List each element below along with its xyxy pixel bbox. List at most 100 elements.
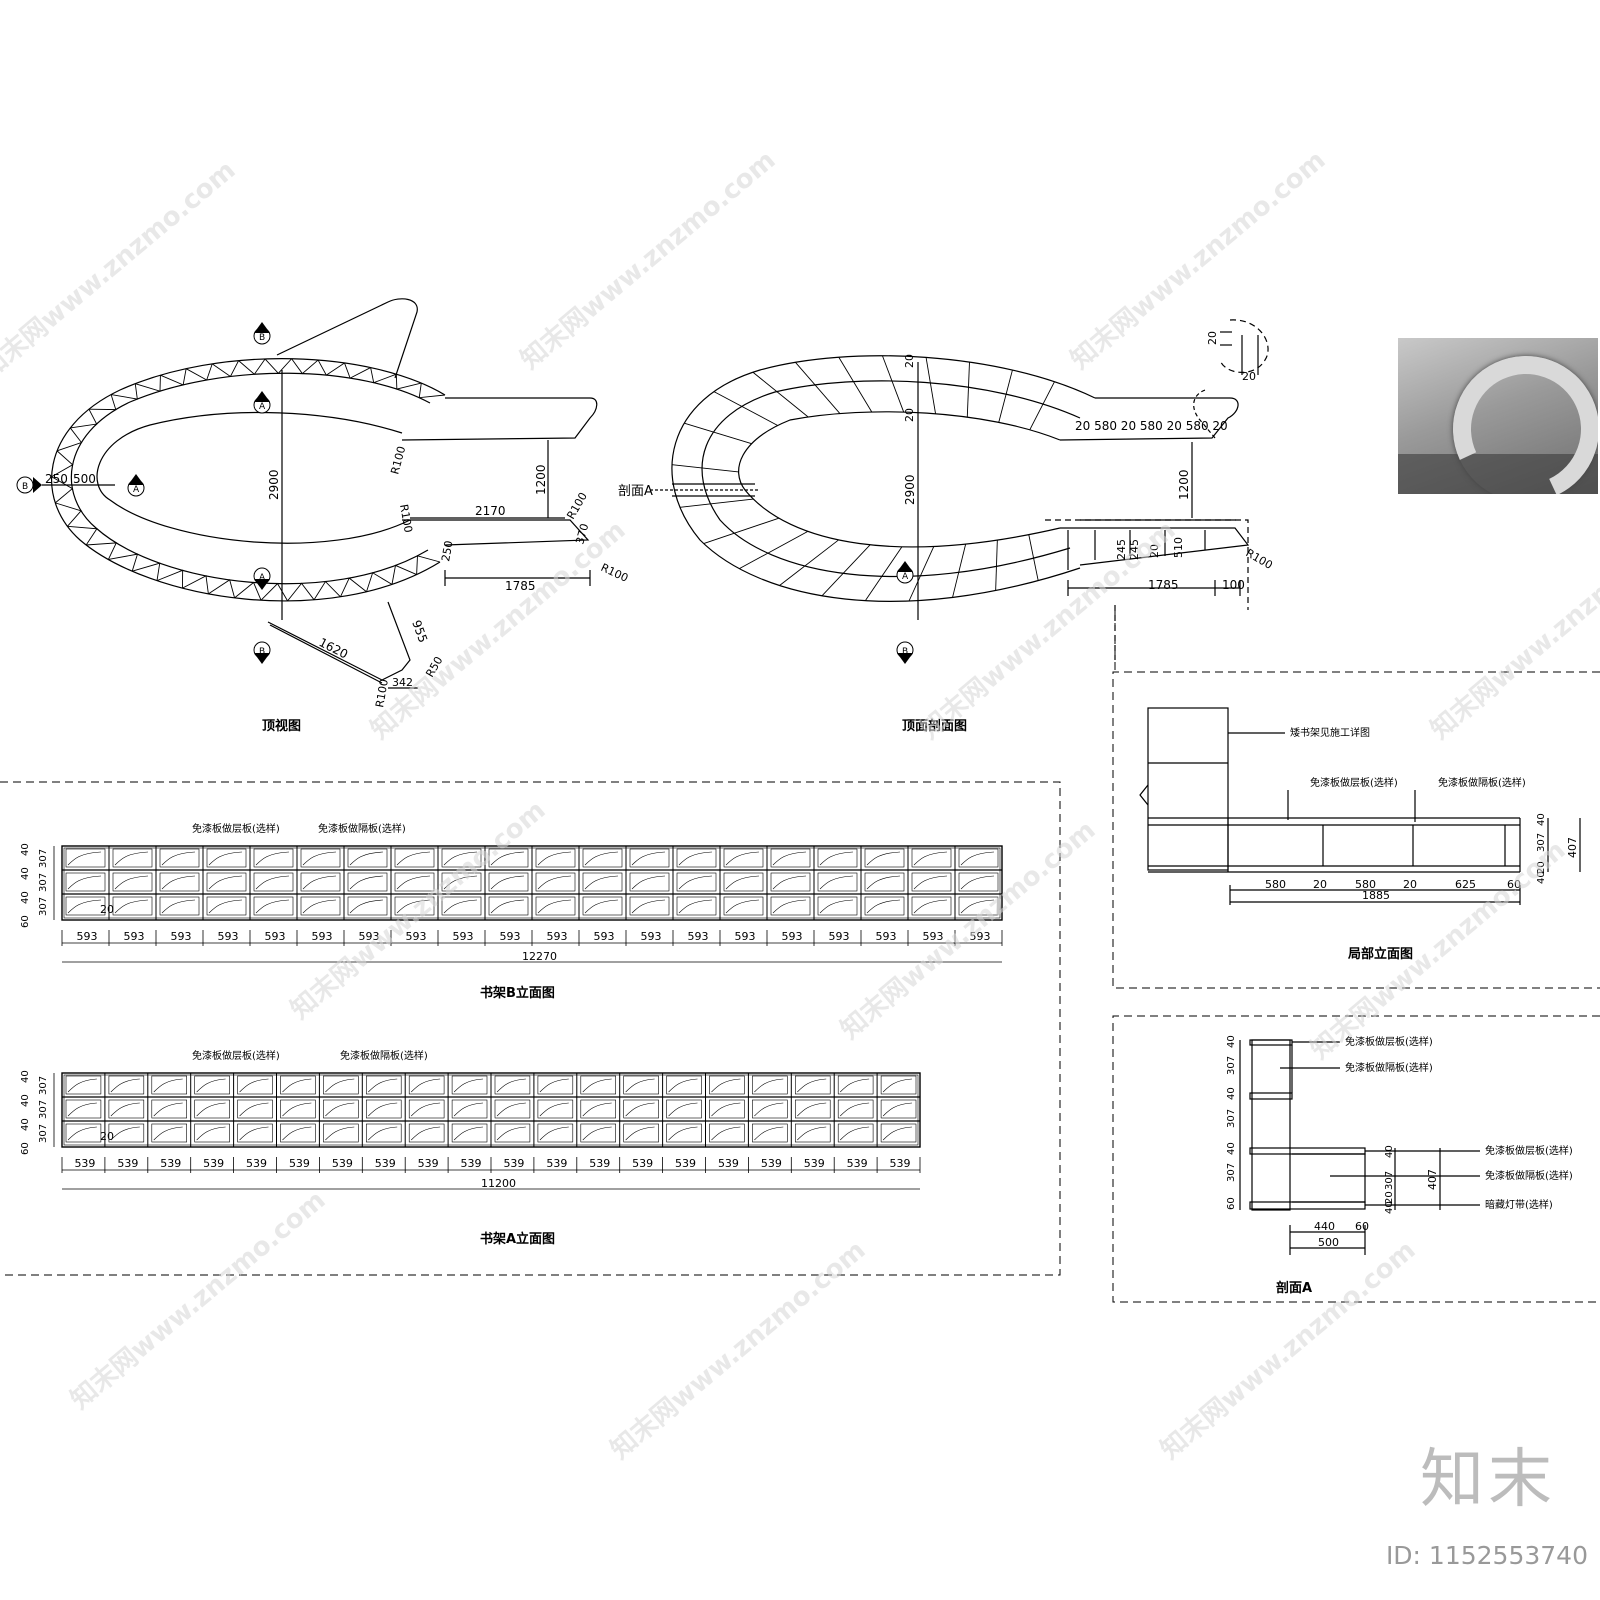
shelf-cell: [441, 896, 482, 916]
shelf-bay-width: 593: [547, 930, 568, 943]
shelf-height-dim: 40: [20, 843, 31, 856]
shelf-cell: [365, 1099, 402, 1119]
svg-text:B: B: [22, 482, 28, 492]
book-outline: [453, 1102, 484, 1117]
shelf-cell: [911, 848, 952, 868]
section-segment: [864, 546, 903, 601]
book-outline: [239, 1126, 269, 1141]
section-dim-20a: 20: [903, 354, 916, 368]
marker-a-inner: A: [127, 474, 145, 497]
marker-b-left: B: [16, 476, 42, 494]
shelf-bay-width: 539: [675, 1157, 696, 1170]
truss-member: [67, 525, 98, 546]
book-outline: [114, 851, 149, 866]
book-outline: [255, 851, 290, 866]
shelf-bay-width: 593: [406, 930, 427, 943]
book-outline: [582, 1126, 612, 1141]
shelf-cell: [194, 1123, 230, 1143]
shelf-cell: [535, 848, 576, 868]
top-view-plan: [42, 298, 598, 689]
shelf-height-dim: 40: [20, 891, 31, 904]
shelf-cell: [880, 1123, 917, 1143]
top-view-dim-250b: 250: [439, 540, 455, 563]
section-segment: [966, 362, 970, 418]
shelf-cell: [580, 1099, 616, 1119]
shelf-cell: [629, 896, 670, 916]
shelf-cell: [794, 1099, 831, 1119]
shelf-height-dim: 60: [20, 1142, 31, 1155]
top-view-dim-955: 955: [409, 618, 430, 644]
shelf-cell: [709, 1123, 745, 1143]
book-outline: [819, 899, 854, 914]
shelf-a-title: 书架A立面图: [480, 1231, 555, 1247]
svg-text:A: A: [902, 572, 909, 582]
shelf-cell: [582, 872, 623, 892]
section-segment: [671, 464, 739, 473]
book-outline: [110, 1102, 140, 1117]
book-outline: [754, 1126, 784, 1141]
shelf-bay-width: 593: [218, 930, 239, 943]
book-outline: [208, 851, 243, 866]
book-outline: [396, 899, 431, 914]
shelf-cell: [237, 1099, 273, 1119]
section-a-divider-note-2: 免漆板做隔板(选样): [1485, 1169, 1573, 1182]
truss-member: [264, 358, 292, 374]
shelf-cell: [911, 872, 952, 892]
shelf-cell: [752, 1123, 788, 1143]
book-outline: [208, 899, 243, 914]
book-outline: [960, 899, 995, 914]
book-outline: [625, 1126, 655, 1141]
truss-member: [317, 359, 345, 376]
book-outline: [839, 1078, 870, 1093]
book-outline: [302, 875, 337, 890]
book-outline: [839, 1102, 870, 1117]
book-outline: [282, 1078, 312, 1093]
shelf-b-board-note: 免漆板做层板(选样): [192, 822, 280, 835]
book-outline: [537, 899, 572, 914]
local-elev-see-detail: 矮书架见施工详图: [1290, 726, 1370, 739]
section-dim-top-row: 20 580 20 580 20 580 20: [1075, 419, 1228, 433]
book-outline: [239, 1078, 269, 1093]
shelf-cell: [441, 848, 482, 868]
book-outline: [67, 875, 102, 890]
truss-member: [234, 581, 262, 601]
book-outline: [631, 899, 666, 914]
shelf-cell: [206, 848, 247, 868]
watermark-text: 知末网www.znzmo.com: [1305, 835, 1571, 1065]
book-outline: [866, 851, 901, 866]
shelf-cell: [880, 1075, 917, 1095]
shelf-cell: [837, 1099, 874, 1119]
book-outline: [725, 899, 760, 914]
shelf-cell: [394, 896, 435, 916]
shelf-height-dim: 307: [38, 1076, 49, 1095]
book-outline: [349, 899, 384, 914]
local-elev-title: 局部立面图: [1348, 946, 1413, 962]
book-outline: [839, 1126, 870, 1141]
shelf-cell: [911, 896, 952, 916]
top-view-dim-500: 500: [73, 472, 96, 486]
shelf-cell: [958, 896, 999, 916]
book-outline: [711, 1126, 741, 1141]
book-outline: [239, 1102, 269, 1117]
watermark-text: 知末网www.znzmo.com: [1155, 1235, 1421, 1465]
book-outline: [797, 1102, 827, 1117]
top-view-dim-r100b: R100: [397, 503, 415, 533]
book-outline: [882, 1102, 913, 1117]
truss-member: [418, 383, 446, 399]
shelf-cell: [752, 1099, 788, 1119]
shelf-bay-width: 539: [117, 1157, 138, 1170]
shelf-cell: [494, 1123, 531, 1143]
shelf-cell: [623, 1123, 659, 1143]
shelf-bay-width: 539: [332, 1157, 353, 1170]
local-elev-divider-note: 免漆板做隔板(选样): [1438, 776, 1526, 789]
local-elev-dim: 60: [1507, 878, 1521, 891]
book-outline: [443, 875, 478, 890]
shelf-bay-width: 593: [688, 930, 709, 943]
shelf-cell: [323, 1099, 359, 1119]
book-outline: [797, 1078, 827, 1093]
book-outline: [255, 899, 290, 914]
shelf-cell: [488, 848, 529, 868]
book-outline: [67, 899, 102, 914]
book-outline: [725, 851, 760, 866]
